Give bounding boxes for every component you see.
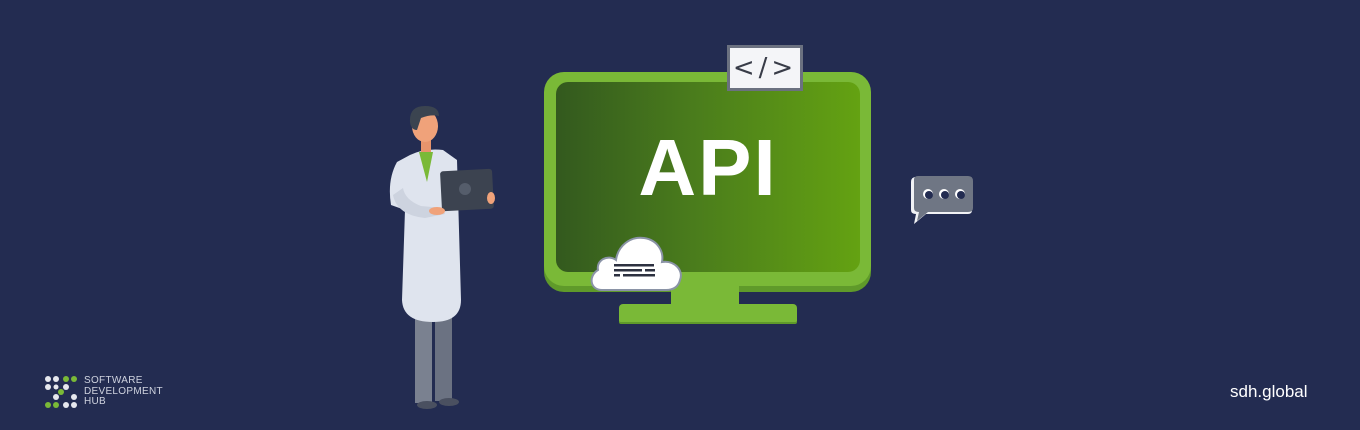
person-with-laptop-illustration [389,106,495,409]
sdh-logo-icon [45,376,77,408]
api-headline: API [638,123,778,212]
sdh-logo[interactable]: SOFTWARE DEVELOPMENT HUB [44,375,163,409]
logo-line-hub: HUB [84,396,107,408]
monitor-screen [556,82,860,272]
logo-line-software: SOFTWARE [84,375,143,387]
website-link[interactable]: sdh.global [1230,382,1308,401]
code-tag-icon: </> [727,45,803,91]
logo-line-development: DEVELOPMENT [84,385,163,397]
chat-bubble-icon [911,176,973,224]
monitor-stand-base [619,304,797,322]
logo-text: SOFTWARE DEVELOPMENT HUB [84,376,163,408]
cloud-icon [590,236,682,291]
monitor-stand-neck [671,280,739,308]
